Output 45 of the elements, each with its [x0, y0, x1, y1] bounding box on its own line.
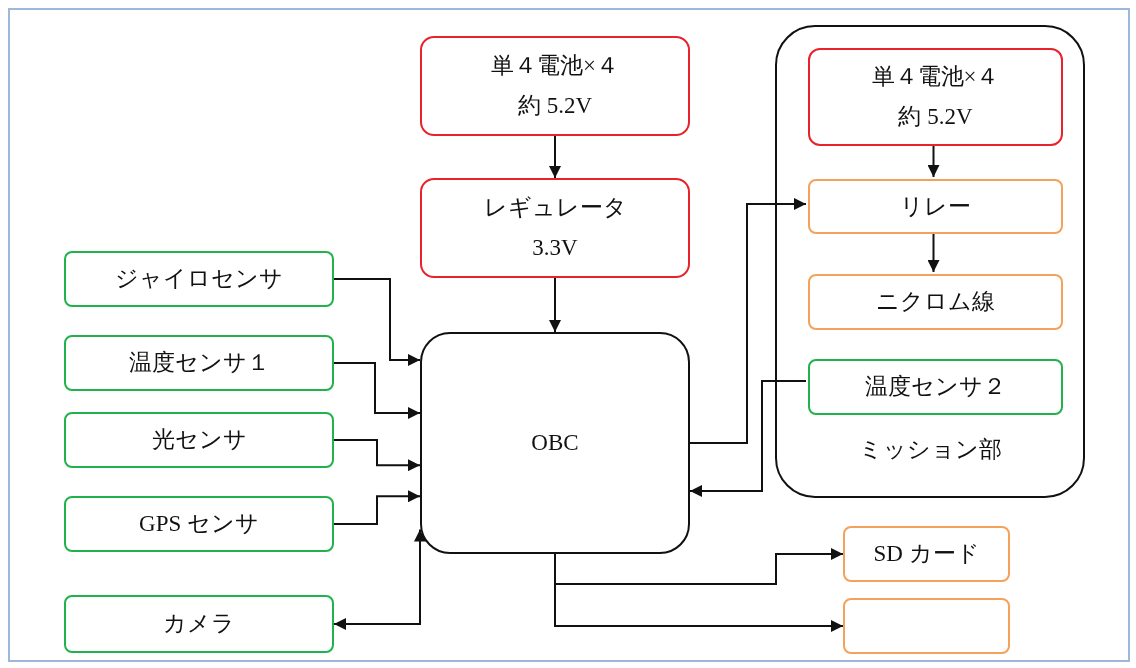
arrow — [333, 362, 421, 420]
node-label: カメラ — [163, 610, 235, 639]
arrow — [333, 439, 421, 472]
arrow — [333, 490, 421, 525]
node-label: 単４電池×４ — [871, 63, 1000, 92]
arrow — [333, 528, 426, 630]
process-box — [808, 179, 1063, 234]
process-box — [64, 412, 334, 468]
arrow — [927, 143, 940, 178]
node-label: 約 5.2V — [517, 92, 593, 120]
process-box — [64, 335, 334, 391]
arrow — [689, 380, 807, 497]
arrow — [689, 197, 807, 444]
arrow — [927, 231, 940, 273]
node-label: 温度センサ１ — [128, 349, 270, 378]
arrow — [554, 548, 844, 585]
node-label: GPS センサ — [139, 510, 259, 539]
arrow — [554, 553, 844, 632]
node-label: SD カード — [873, 540, 980, 569]
node-label: ジャイロセンサ — [115, 265, 283, 294]
arrow — [549, 135, 561, 179]
node-label: 単４電池×４ — [491, 52, 619, 81]
node-label: 光センサ — [151, 426, 247, 455]
node-label: 温度センサ２ — [865, 373, 1006, 402]
process-box — [808, 359, 1063, 415]
arrow — [333, 278, 421, 366]
node-label: レギュレータ — [483, 194, 627, 223]
process-box — [64, 595, 334, 653]
process-box — [420, 178, 690, 278]
process-box — [808, 48, 1063, 146]
process-box — [64, 251, 334, 307]
arrow — [549, 277, 561, 333]
node-label: 3.3V — [532, 234, 578, 262]
empty-box — [843, 598, 1010, 654]
node-label: リレー — [900, 192, 971, 221]
process-box — [420, 36, 690, 136]
process-box — [808, 274, 1063, 330]
process-box — [843, 526, 1010, 582]
process-box — [420, 332, 690, 554]
node-label: OBC — [531, 429, 579, 458]
group-frame — [775, 25, 1085, 498]
node-label: 約 5.2V — [898, 103, 973, 131]
node-label: ニクロム線 — [876, 288, 995, 317]
process-box — [64, 496, 334, 552]
group-label: ミッション部 — [857, 436, 1003, 464]
